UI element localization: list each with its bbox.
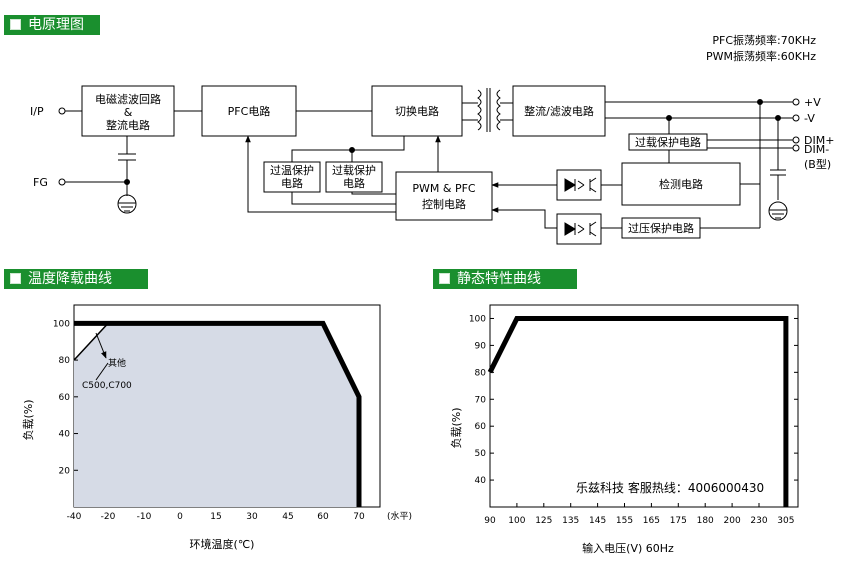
derating-xtick: 30 xyxy=(246,512,258,522)
block-emi-label-1: 电磁滤波回路 xyxy=(95,93,161,106)
transformer-secondary-icon xyxy=(496,89,501,131)
block-olp2 xyxy=(628,133,708,151)
derating-x-unit: (水平) xyxy=(387,510,412,522)
derating-ytick: 60 xyxy=(59,393,71,403)
static-xtick: 230 xyxy=(750,516,767,526)
derating-xtick: -10 xyxy=(137,512,152,522)
fg-label: FG xyxy=(33,176,48,189)
derating-ytick: 40 xyxy=(59,430,71,440)
header-static: 静态特性曲线 xyxy=(433,269,577,289)
static-xtick: 135 xyxy=(562,516,579,526)
optocoupler-2 xyxy=(556,213,602,245)
block-controller-label-2: 控制电路 xyxy=(422,197,466,211)
block-olp xyxy=(325,161,383,193)
dimminus-label: DIM- xyxy=(804,143,829,156)
block-pfc-label: PFC电路 xyxy=(228,105,271,118)
derating-xtick: 60 xyxy=(317,512,329,522)
derating-ytick: 80 xyxy=(59,356,71,366)
transformer-primary-icon xyxy=(477,89,482,131)
header-derating-title: 温度降载曲线 xyxy=(28,271,112,287)
dimplus-label: DIM+ xyxy=(804,134,834,147)
block-switch-label: 切换电路 xyxy=(395,104,439,118)
static-ytick: 40 xyxy=(475,476,487,486)
derating-chart: 20 40 60 80 100 -40 -20 -10 0 15 30 45 60 70 (水平) 其他… xyxy=(21,304,412,551)
block-emi-label-3: 整流电路 xyxy=(106,118,150,132)
block-emi-label-2: & xyxy=(124,106,133,119)
derating-xtick: 70 xyxy=(353,512,365,522)
derating-xtick: -40 xyxy=(67,512,82,522)
derating-xtick: 45 xyxy=(282,512,293,522)
derating-area xyxy=(74,323,359,507)
block-otp-label-2: 电路 xyxy=(281,177,303,190)
static-xlabel: 输入电压(V) 60Hz xyxy=(582,541,674,555)
static-watermark: 乐兹科技 客服热线：4006000430 xyxy=(576,480,764,495)
static-xtick: 165 xyxy=(643,516,660,526)
ip-label: I/P xyxy=(30,105,44,118)
vminus-terminal-icon xyxy=(792,114,800,122)
ground-icon xyxy=(768,201,788,221)
block-olp-label-1: 过载保护 xyxy=(332,163,376,177)
static-xtick: 100 xyxy=(508,516,525,526)
header-square-icon xyxy=(439,273,450,284)
derating-xtick: -20 xyxy=(101,512,116,522)
static-ytick: 50 xyxy=(475,449,487,459)
fg-terminal-icon xyxy=(58,178,66,186)
optocoupler-1 xyxy=(556,169,602,201)
block-olp2-label: 过载保护电路 xyxy=(635,135,701,149)
btype-label: (B型) xyxy=(804,157,831,171)
dimplus-terminal-icon xyxy=(792,136,800,144)
derating-annot-other: 其他 xyxy=(108,357,126,369)
static-xtick: 90 xyxy=(484,516,496,526)
dimminus-terminal-icon xyxy=(792,144,800,152)
pfc-frequency-label: PFC振荡频率:70KHz xyxy=(712,33,816,47)
derating-xtick: 15 xyxy=(210,512,221,522)
static-xtick: 175 xyxy=(670,516,687,526)
static-ytick: 70 xyxy=(475,395,487,405)
block-olp-label-2: 电路 xyxy=(343,177,365,190)
static-xtick: 145 xyxy=(589,516,606,526)
static-chart: 40 50 60 70 80 90 100 90 100 125 135 145 155 165 175 1… xyxy=(449,304,799,555)
ground-icon xyxy=(117,194,137,214)
derating-ytick: 20 xyxy=(59,466,71,476)
static-xtick: 155 xyxy=(616,516,633,526)
block-detect-label: 检测电路 xyxy=(659,177,703,191)
header-static-title: 静态特性曲线 xyxy=(457,271,541,287)
derating-xlabel: 环境温度(℃) xyxy=(190,537,255,551)
header-block-diagram: 电原理图 xyxy=(4,15,100,35)
optocoupler-glyph-icon xyxy=(564,177,597,237)
static-xtick: 180 xyxy=(697,516,714,526)
block-controller-label-1: PWM & PFC xyxy=(412,182,476,195)
vplus-terminal-icon xyxy=(792,98,800,106)
derating-xtick: 0 xyxy=(177,512,183,522)
static-line xyxy=(487,316,789,507)
vplus-label: +V xyxy=(804,96,821,109)
static-ytick: 100 xyxy=(469,314,486,324)
derating-annot-c: C500,C700 xyxy=(82,381,132,391)
static-xtick: 125 xyxy=(535,516,552,526)
derating-line xyxy=(73,320,362,507)
derating-line-c500 xyxy=(73,322,109,361)
static-ytick: 90 xyxy=(475,341,487,351)
block-controller xyxy=(395,171,493,221)
block-rectifier-label: 整流/滤波电路 xyxy=(524,104,594,118)
block-ovp-label: 过压保护电路 xyxy=(628,221,694,235)
static-ytick: 80 xyxy=(475,368,487,378)
static-ylabel: 负载(%) xyxy=(449,407,463,448)
derating-ytick: 100 xyxy=(53,319,70,329)
header-derating: 温度降载曲线 xyxy=(4,269,148,289)
static-xtick: 305 xyxy=(777,516,794,526)
pwm-frequency-label: PWM振荡频率:60KHz xyxy=(706,49,816,63)
vminus-label: -V xyxy=(804,112,815,125)
static-ytick: 60 xyxy=(475,422,487,432)
header-block-diagram-title: 电原理图 xyxy=(28,17,84,33)
header-square-icon xyxy=(10,273,21,284)
block-rectifier xyxy=(512,85,606,137)
ip-terminal-icon xyxy=(58,107,66,115)
block-otp-label-1: 过温保护 xyxy=(270,163,314,177)
header-square-icon xyxy=(10,19,21,30)
static-xtick: 200 xyxy=(724,516,741,526)
derating-ylabel: 负载(%) xyxy=(21,399,35,440)
